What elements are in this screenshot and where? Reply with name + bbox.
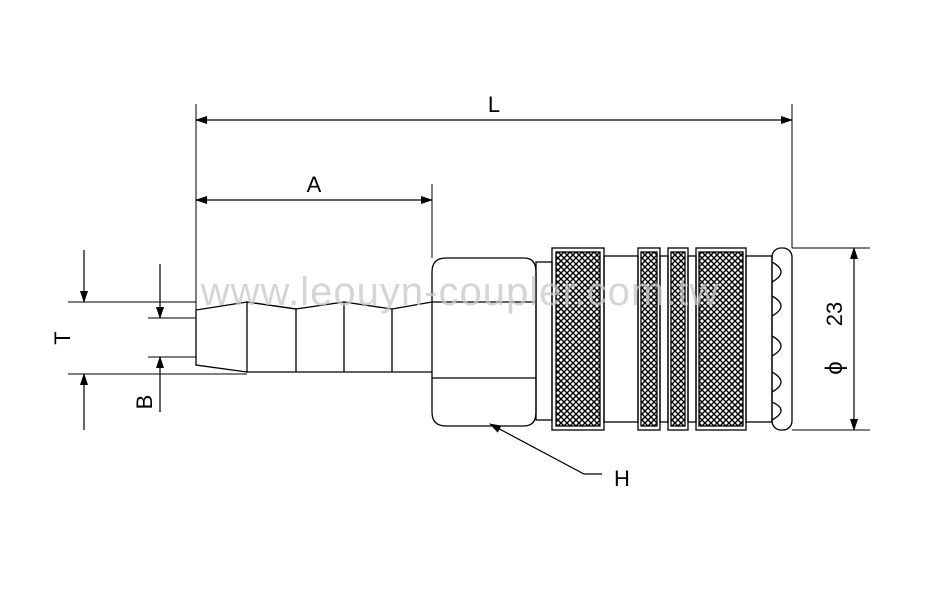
hose-barb bbox=[195, 301, 433, 373]
dim-label-diameter-value: 23 bbox=[822, 302, 847, 326]
dimension-lines bbox=[80, 116, 858, 431]
dim-label-a: A bbox=[307, 172, 322, 197]
hex-leader-line bbox=[489, 423, 602, 475]
dim-label-h: H bbox=[614, 466, 630, 491]
coupler-body bbox=[535, 247, 793, 431]
dim-label-l: L bbox=[488, 92, 500, 117]
dim-label-diameter-symbol: ϕ bbox=[821, 361, 848, 374]
dim-label-t: T bbox=[50, 331, 75, 344]
watermark: www.leouyn-coupler.com.tw bbox=[200, 270, 720, 314]
dim-label-b: B bbox=[132, 395, 157, 410]
extension-lines bbox=[68, 104, 870, 431]
